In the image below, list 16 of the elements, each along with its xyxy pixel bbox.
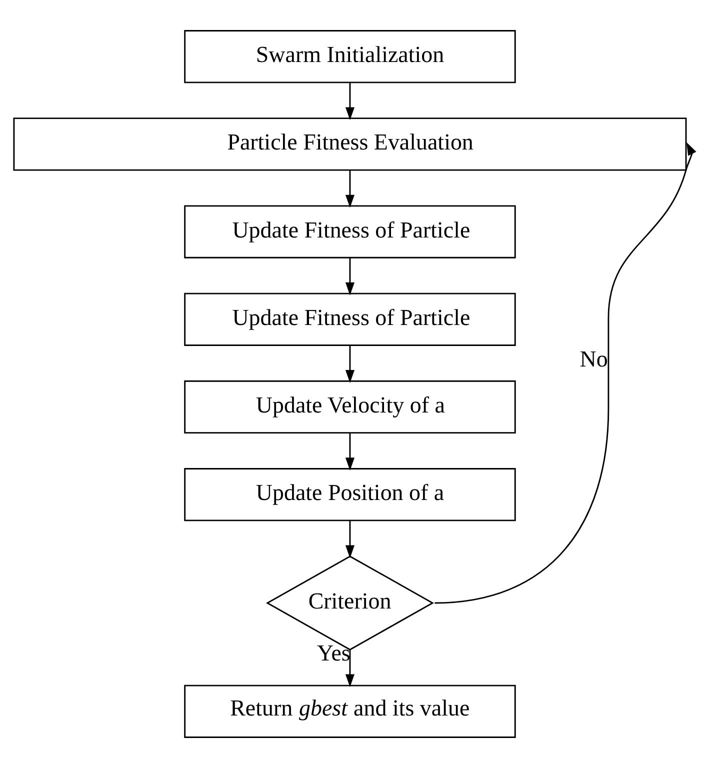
node-box: Update Fitness of Particle (184, 292, 516, 346)
node-box: Update Fitness of Particle (184, 204, 516, 258)
arrow (345, 257, 354, 295)
arrow (434, 142, 696, 604)
node-box: Return gbest and its value (184, 684, 516, 738)
arrow (345, 432, 354, 470)
node-box: Update Velocity of a (184, 380, 516, 434)
arrow (345, 170, 354, 208)
node-box: Particle Fitness Evaluation (13, 117, 687, 170)
node-box: Swarm Initialization (184, 30, 516, 83)
arrow (345, 82, 354, 120)
arrow (345, 344, 354, 382)
arrow (345, 520, 354, 558)
node-box: Update Position of a (184, 468, 516, 521)
edge-label: No (580, 346, 608, 371)
arrow (345, 649, 354, 687)
